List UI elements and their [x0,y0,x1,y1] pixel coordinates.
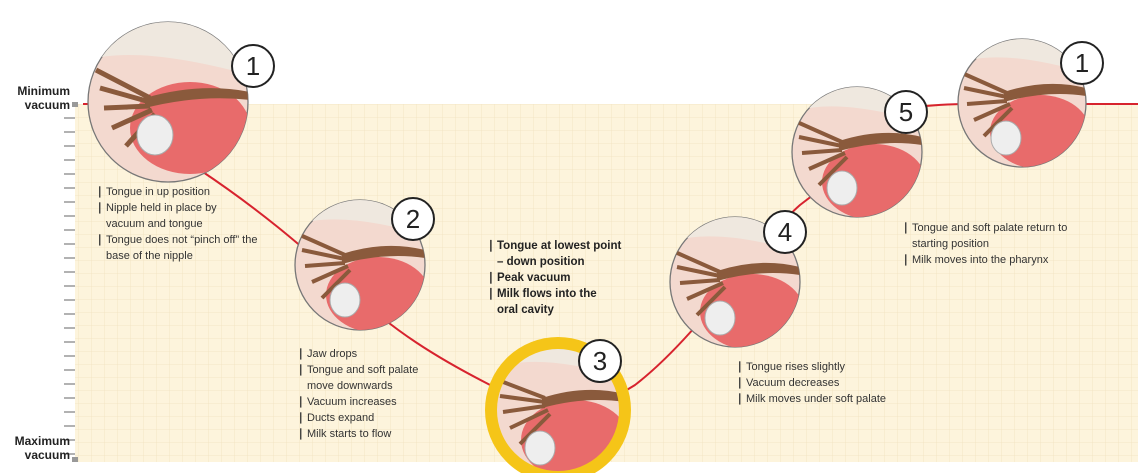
stage-5-note: Milk moves into the pharynx [903,252,1088,268]
stage-3-notes: Tongue at lowest point – down position P… [488,238,623,318]
top-axis-marker [72,102,78,107]
stage-4-note: Tongue rises slightly [737,359,937,375]
stage-1-number-badge: 1 [231,44,275,88]
minimum-vacuum-label-line2: vacuum [6,98,70,112]
stage-1-illustration [88,22,250,182]
stage-5-notes: Tongue and soft palate return to startin… [903,220,1088,268]
stage-1-notes: Tongue in up position Nipple held in pla… [97,184,287,264]
stage-4-note: Milk moves under soft palate [737,391,937,407]
stage-1-note: Tongue in up position [97,184,287,200]
stage-2-note: Ducts expand [298,410,448,426]
maximum-vacuum-label-line1: Maximum [6,434,70,448]
stage-3-note: Milk flows into the oral cavity [488,286,617,318]
stage-2-note: Milk starts to flow [298,426,448,442]
stage-2-number-badge: 2 [391,197,435,241]
stage-3-note: Peak vacuum [488,270,623,286]
stage-2-note: Tongue and soft palate move downwards [298,362,447,394]
stage-2-note: Vacuum increases [298,394,448,410]
stage-5-number-badge: 5 [884,90,928,134]
stage-3-note: Tongue at lowest point – down position [488,238,623,270]
maximum-vacuum-label-line2: vacuum [6,448,70,462]
minimum-vacuum-label: Minimum vacuum [6,84,70,112]
maximum-vacuum-label: Maximum vacuum [6,434,70,462]
stage-4-number-badge: 4 [763,210,807,254]
stage-2-note: Jaw drops [298,346,448,362]
stage-1-note: Nipple held in place by vacuum and tongu… [97,200,241,232]
minimum-vacuum-label-line1: Minimum [6,84,70,98]
stage-1-repeat-number-badge: 1 [1060,41,1104,85]
stage-5-note: Tongue and soft palate return to startin… [903,220,1088,252]
bottom-axis-marker [72,457,78,462]
stage-2-notes: Jaw drops Tongue and soft palate move do… [298,346,448,442]
stage-4-note: Vacuum decreases [737,375,937,391]
stage-3-number-badge: 3 [578,339,622,383]
vacuum-axis-ticks [64,118,75,454]
stage-4-notes: Tongue rises slightly Vacuum decreases M… [737,359,937,407]
stage-1-note: Tongue does not “pinch off” the base of … [97,232,276,264]
